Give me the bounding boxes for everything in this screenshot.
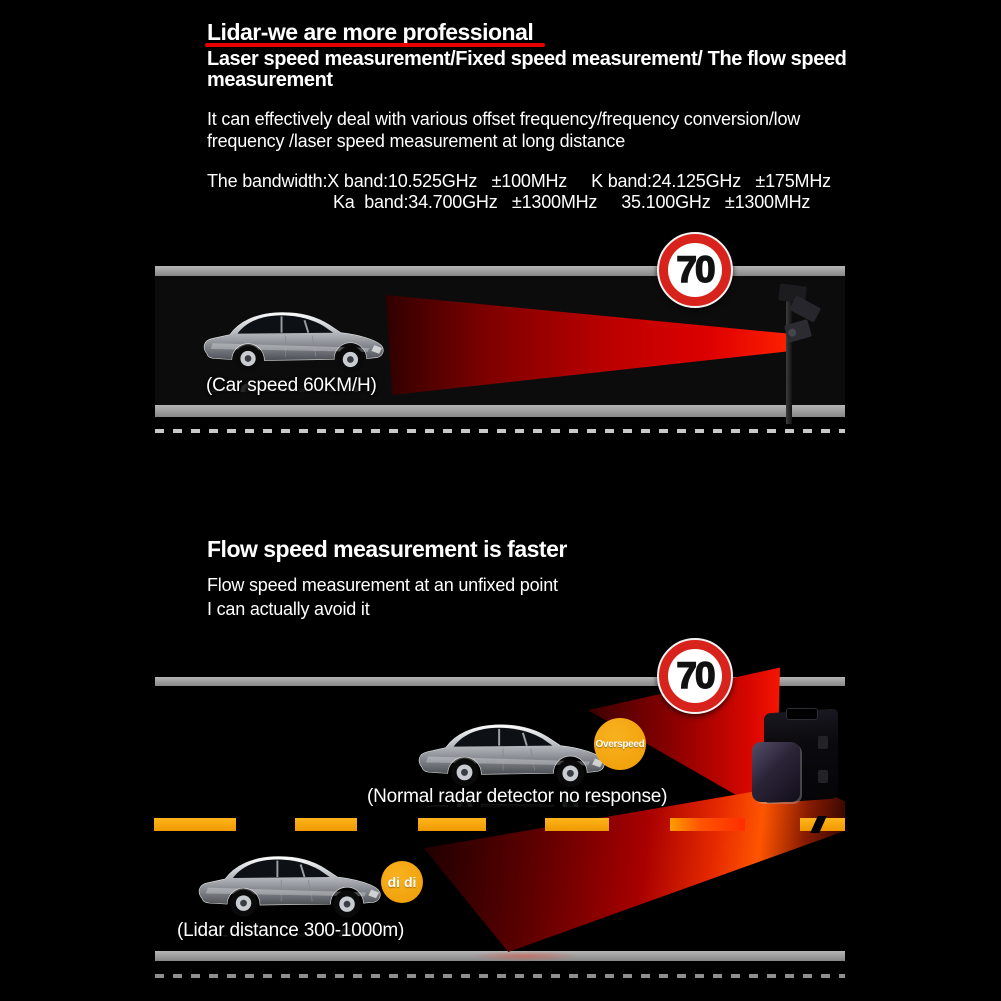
title-underline — [205, 43, 545, 47]
lane-dash — [295, 818, 357, 831]
speed-limit-sign-flow: 70 — [657, 638, 733, 714]
device-handle — [786, 708, 818, 720]
page-title: Lidar-we are more professional — [207, 19, 534, 45]
lane-dash — [418, 818, 486, 831]
lane-divider-dashed — [155, 429, 845, 433]
lane-dash-split — [800, 816, 845, 833]
lane-dash — [154, 818, 236, 831]
lane-dash-gap — [810, 816, 827, 833]
caption-no-response: (Normal radar detector no response) — [367, 786, 668, 807]
device-vent — [818, 770, 828, 783]
didi-alert-badge: di di — [381, 861, 423, 903]
beam-reflection-glow — [470, 951, 580, 961]
overspeed-badge: Overspeed — [594, 718, 646, 770]
speed-limit-value: 70 — [676, 654, 717, 697]
description: It can effectively deal with various off… — [207, 108, 800, 152]
speed-limit-sign-face: 70 — [668, 243, 722, 297]
road-edge-bottom-lidar — [155, 951, 845, 961]
road-edge-top — [155, 266, 845, 276]
flow-description-line-1: Flow speed measurement at an unfixed poi… — [207, 575, 558, 595]
road-edge-bottom — [155, 405, 845, 417]
speed-limit-sign-face: 70 — [668, 649, 722, 703]
subtitle-line-1: Laser speed measurement/Fixed speed meas… — [207, 48, 847, 70]
road-edge-top-flow — [155, 677, 845, 686]
description-line-1: It can effectively deal with various off… — [207, 109, 801, 129]
subtitle: Laser speed measurement/Fixed speed meas… — [207, 49, 847, 91]
speed-limit-sign: 70 — [657, 232, 733, 308]
camera-pole — [786, 292, 792, 424]
bandwidth-spec-line-1: The bandwidth:X band:10.525GHz ±100MHz K… — [207, 171, 831, 191]
description-line-2: frequency /laser speed measurement at lo… — [207, 131, 626, 151]
device-screen — [752, 742, 800, 802]
didi-alert-badge-label: di di — [387, 874, 417, 890]
subtitle-line-2: measurement — [207, 69, 333, 91]
lane-divider-dashed-bottom — [155, 974, 845, 978]
device-vent — [818, 736, 828, 749]
speed-limit-value: 70 — [676, 248, 717, 291]
radar-detector-device — [752, 708, 840, 804]
caption-car-speed: (Car speed 60KM/H) — [206, 375, 377, 396]
flow-description-line-2: I can actually avoid it — [207, 599, 370, 619]
overspeed-badge-label: Overspeed — [595, 738, 645, 750]
lane-dash-beam-hit — [670, 818, 745, 831]
flow-heading: Flow speed measurement is faster — [207, 536, 567, 562]
lane-dash — [545, 818, 609, 831]
caption-lidar-distance: (Lidar distance 300-1000m) — [177, 920, 405, 941]
bandwidth-spec-line-2: Ka band:34.700GHz ±1300MHz 35.100GHz ±13… — [333, 192, 811, 212]
